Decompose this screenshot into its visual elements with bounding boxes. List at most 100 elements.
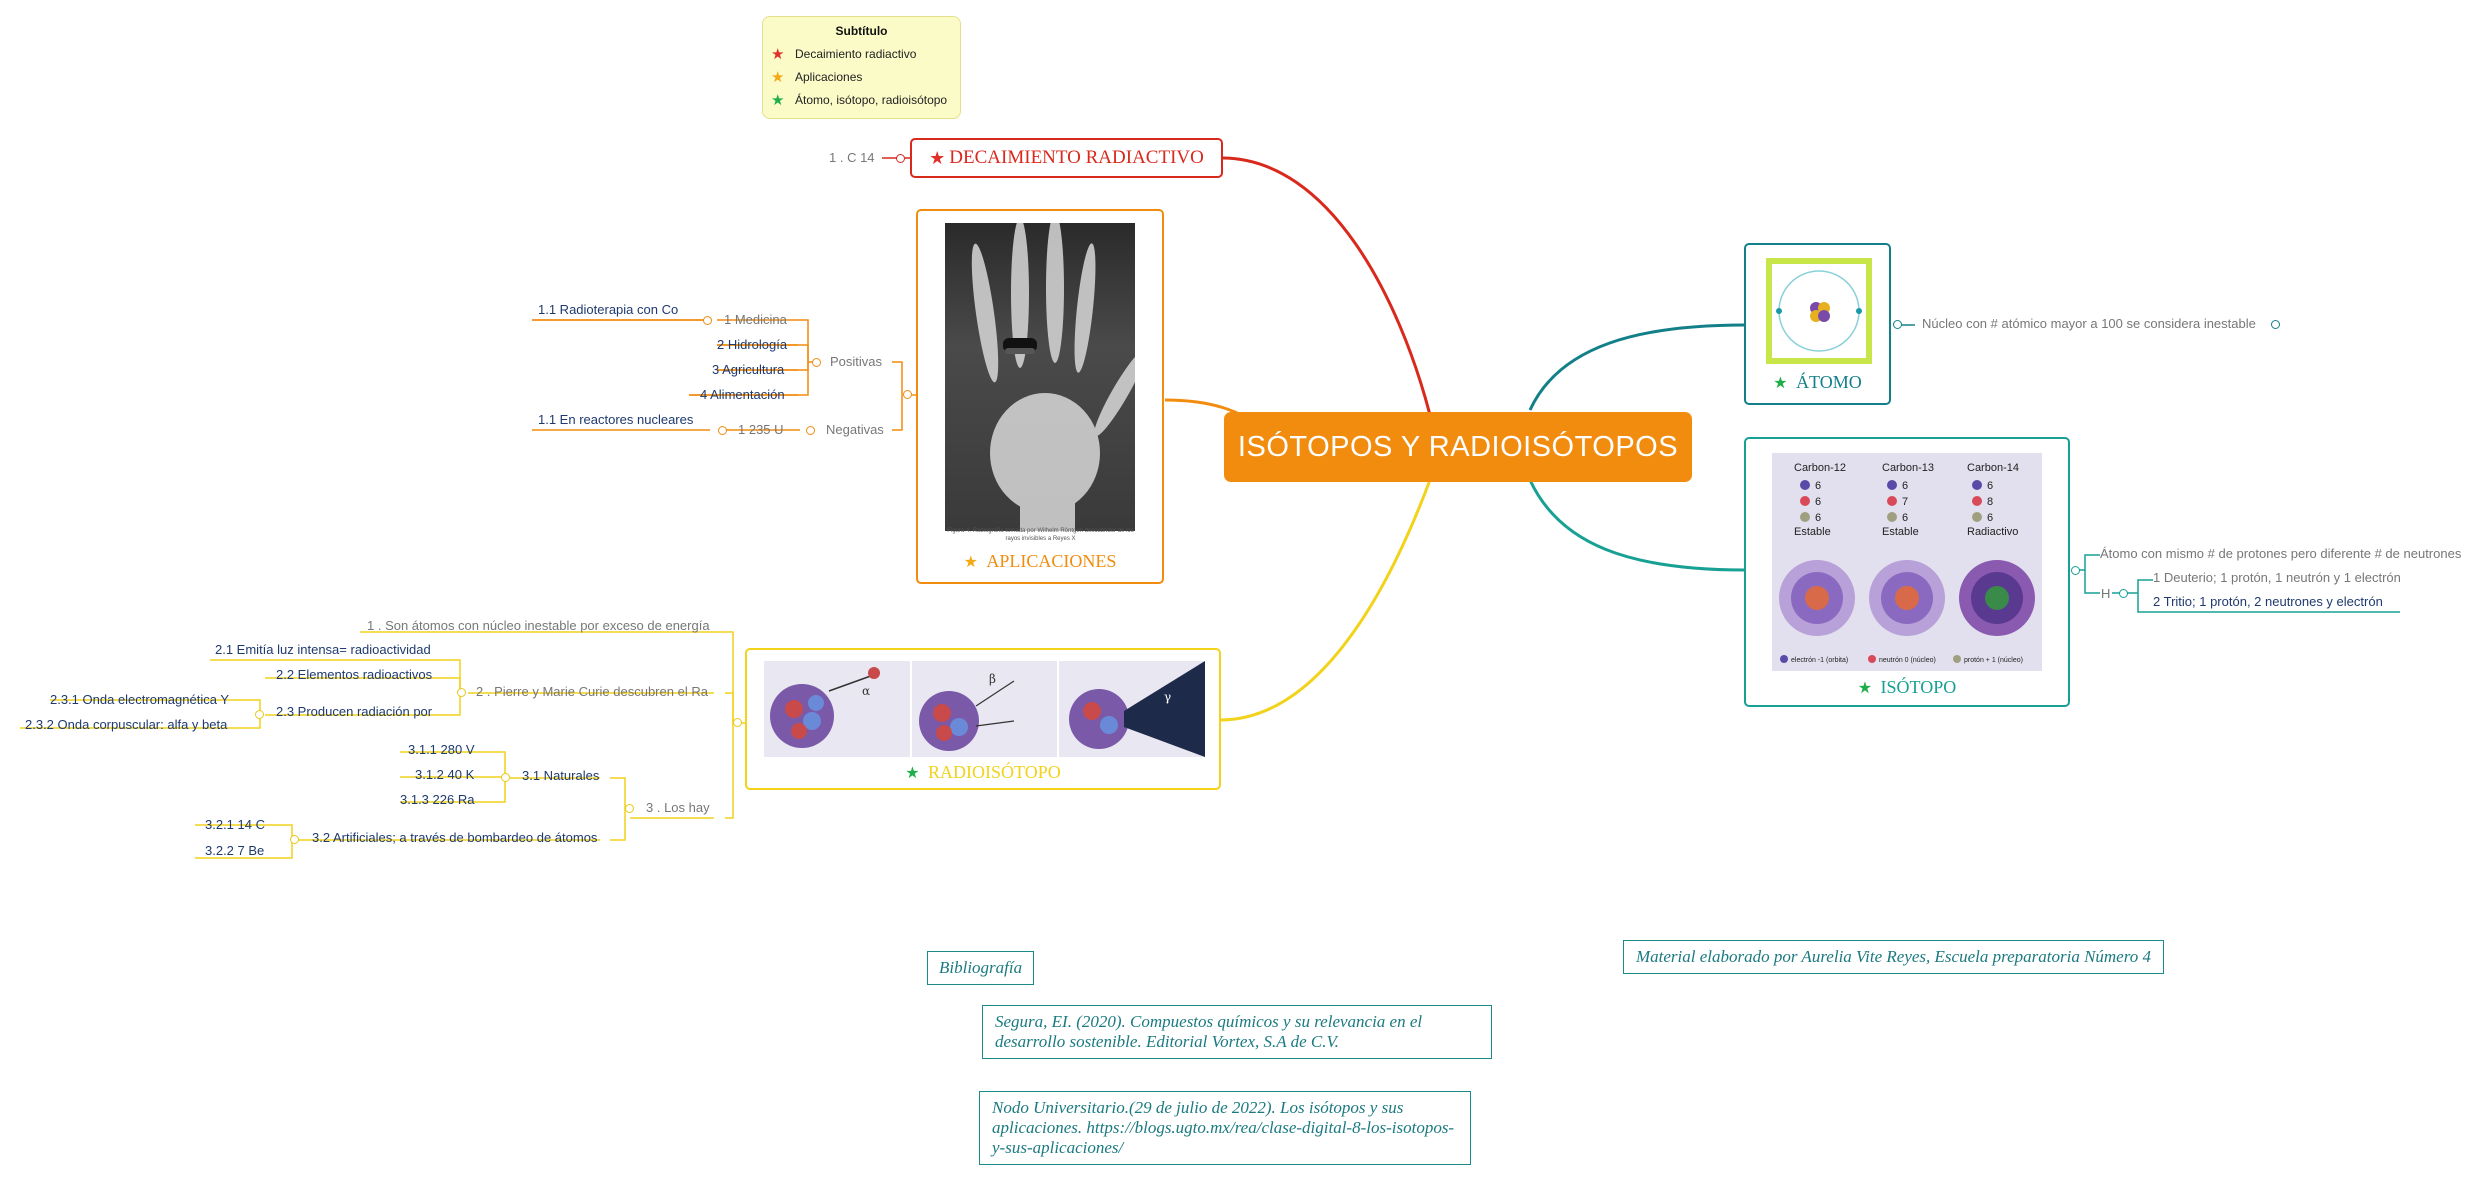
xray-hand-image: [945, 223, 1135, 531]
alimentacion-label[interactable]: 4 Alimentación: [700, 387, 785, 402]
radio-item-1[interactable]: 1 . Son átomos con núcleo inestable por …: [367, 618, 710, 633]
radio-item-3-1-2[interactable]: 3.1.2 40 K: [415, 767, 475, 782]
aplicaciones-title: APLICACIONES: [986, 551, 1117, 571]
collapse-toggle[interactable]: [501, 773, 510, 782]
radio-item-3-1-1[interactable]: 3.1.1 280 V: [408, 742, 475, 757]
radioisotopo-image: α β γ: [764, 661, 1205, 757]
collapse-toggle[interactable]: [290, 835, 299, 844]
radioterapia-label[interactable]: 1.1 Radioterapia con Co: [538, 302, 679, 317]
legend-item-atomo: ★ Átomo, isótopo, radioisótopo: [763, 88, 960, 111]
atomo-child-label[interactable]: Núcleo con # atómico mayor a 100 se cons…: [1922, 316, 2256, 331]
xray-image-caption: Figura 4. Radiografía tomada por Wilhelm…: [947, 528, 1134, 542]
isotopo-title: ISÓTOPO: [1880, 677, 1957, 697]
hidrologia-label[interactable]: 2 Hidrología: [717, 337, 788, 352]
carbon-12-label: Carbon-12: [1794, 462, 1846, 474]
radio-item-2[interactable]: 2 . Pierre y Marie Curie descubren el Ra: [476, 684, 708, 699]
radio-item-3-2[interactable]: 3.2 Artificiales; a través de bombardeo …: [312, 830, 598, 845]
c13-protons: 6: [1902, 480, 1908, 492]
radio-item-3-1[interactable]: 3.1 Naturales: [522, 768, 600, 783]
isotopo-deuterio-label[interactable]: 1 Deuterio; 1 protón, 1 neutrón y 1 elec…: [2153, 570, 2401, 585]
c13-electrons: 6: [1902, 512, 1908, 524]
collapse-toggle[interactable]: [703, 316, 712, 325]
legend-proton: protón + 1 (núcleo): [1964, 657, 2023, 664]
radio-item-3-2-1[interactable]: 3.2.1 14 C: [205, 817, 265, 832]
author-credit[interactable]: Material elaborado por Aurelia Vite Reye…: [1623, 940, 2164, 974]
collapse-toggle[interactable]: [896, 154, 905, 163]
c14-protons: 6: [1987, 480, 1993, 492]
positivas-label[interactable]: Positivas: [830, 354, 883, 369]
radio-item-2-3-1[interactable]: 2.3.1 Onda electromagnética Y: [50, 692, 229, 707]
radio-item-3-1-3[interactable]: 3.1.3 226 Ra: [400, 792, 475, 807]
isotopo-child-label[interactable]: Átomo con mismo # de protones pero difer…: [2100, 546, 2462, 561]
aplicaciones-node[interactable]: Figura 4. Radiografía tomada por Wilhelm…: [916, 209, 1164, 584]
legend-box: Subtítulo ★ Decaimiento radiactivo ★ Apl…: [762, 16, 961, 119]
red-star-icon: ★: [929, 147, 946, 168]
c12-state: Estable: [1794, 526, 1831, 538]
agricultura-label[interactable]: 3 Agricultura: [712, 362, 785, 377]
isotopo-h-label[interactable]: H: [2101, 586, 2111, 601]
radio-item-2-1[interactable]: 2.1 Emitía luz intensa= radioactividad: [215, 642, 431, 657]
isotopo-title-row: ★ ISÓTOPO: [1746, 677, 2068, 698]
expand-toggle[interactable]: [2271, 320, 2280, 329]
legend-item-aplicaciones: ★ Aplicaciones: [763, 65, 960, 88]
isotopo-node[interactable]: Carbon-12 Carbon-13 Carbon-14 6 6 6 Esta…: [1744, 437, 2070, 707]
beta-symbol: β: [989, 672, 996, 686]
radio-item-3[interactable]: 3 . Los hay: [646, 800, 710, 815]
c14-neutrons: 8: [1987, 496, 1993, 508]
radio-item-2-3-2[interactable]: 2.3.2 Onda corpuscular: alfa y beta: [25, 717, 228, 732]
green-star-icon: ★: [905, 765, 920, 782]
radio-item-2-3[interactable]: 2.3 Producen radiación por: [276, 704, 433, 719]
legend-label: Aplicaciones: [795, 69, 863, 84]
alpha-symbol: α: [862, 684, 870, 698]
negativas-label[interactable]: Negativas: [826, 422, 884, 437]
collapse-toggle[interactable]: [2119, 589, 2128, 598]
green-star-icon: ★: [771, 91, 785, 109]
bibliography-ref-2[interactable]: Nodo Universitario.(29 de julio de 2022)…: [979, 1091, 1471, 1165]
decaimiento-title: DECAIMIENTO RADIACTIVO: [949, 147, 1204, 168]
bibliografia-title[interactable]: Bibliografía: [927, 951, 1035, 985]
carbon-13-label: Carbon-13: [1882, 462, 1934, 474]
collapse-toggle[interactable]: [812, 358, 821, 367]
atomo-title: ÁTOMO: [1796, 372, 1862, 392]
medicina-label[interactable]: 1 Medicina: [724, 312, 787, 327]
radioisotopo-node[interactable]: α β γ ★ RADIOISÓTOPO: [745, 648, 1221, 790]
collapse-toggle[interactable]: [718, 426, 727, 435]
collapse-toggle[interactable]: [625, 804, 634, 813]
radioisotopo-title-row: ★ RADIOISÓTOPO: [747, 762, 1219, 783]
collapse-toggle[interactable]: [457, 688, 466, 697]
collapse-toggle[interactable]: [733, 718, 742, 727]
radio-item-2-2[interactable]: 2.2 Elementos radioactivos: [276, 667, 433, 682]
c12-protons: 6: [1815, 480, 1821, 492]
central-topic[interactable]: ISÓTOPOS Y RADIOISÓTOPOS: [1224, 412, 1692, 482]
gamma-symbol: γ: [1164, 690, 1171, 704]
legend-title: Subtítulo: [835, 24, 888, 38]
atomo-title-row: ★ ÁTOMO: [1746, 372, 1889, 393]
c14-electrons: 6: [1987, 512, 1993, 524]
collapse-toggle[interactable]: [806, 426, 815, 435]
legend-neutron: neutrón 0 (núcleo): [1879, 657, 1936, 664]
orange-star-icon: ★: [771, 68, 785, 86]
reactores-label[interactable]: 1.1 En reactores nucleares: [538, 412, 694, 427]
legend-item-decaimiento: ★ Decaimiento radiactivo: [763, 42, 960, 65]
isotopo-tritio-label[interactable]: 2 Tritio; 1 protón, 2 neutrones y electr…: [2153, 594, 2383, 609]
orange-star-icon: ★: [963, 554, 978, 571]
c13-neutrons: 7: [1902, 496, 1908, 508]
hand-icon: [971, 223, 1135, 531]
collapse-toggle[interactable]: [1893, 320, 1902, 329]
collapse-toggle[interactable]: [255, 710, 264, 719]
decaimiento-node[interactable]: ★ DECAIMIENTO RADIACTIVO: [910, 138, 1223, 178]
red-star-icon: ★: [771, 45, 785, 63]
radio-item-3-2-2[interactable]: 3.2.2 7 Be: [205, 843, 265, 858]
bibliography-ref-1[interactable]: Segura, EI. (2020). Compuestos químicos …: [982, 1005, 1492, 1059]
atomo-node[interactable]: ★ ÁTOMO: [1744, 243, 1891, 405]
collapse-toggle[interactable]: [2071, 566, 2080, 575]
u235-label[interactable]: 1 235 U: [738, 422, 784, 437]
carbon-isotopes-icon: Carbon-12 Carbon-13 Carbon-14 6 6 6 Esta…: [1779, 462, 2035, 664]
decaimiento-child-c14[interactable]: 1 . C 14: [829, 150, 875, 165]
atom-icon: [1776, 270, 1862, 352]
green-star-icon: ★: [1773, 375, 1788, 392]
collapse-toggle[interactable]: [903, 390, 912, 399]
atom-image: [1766, 258, 1872, 364]
carbon-14-label: Carbon-14: [1967, 462, 2019, 474]
